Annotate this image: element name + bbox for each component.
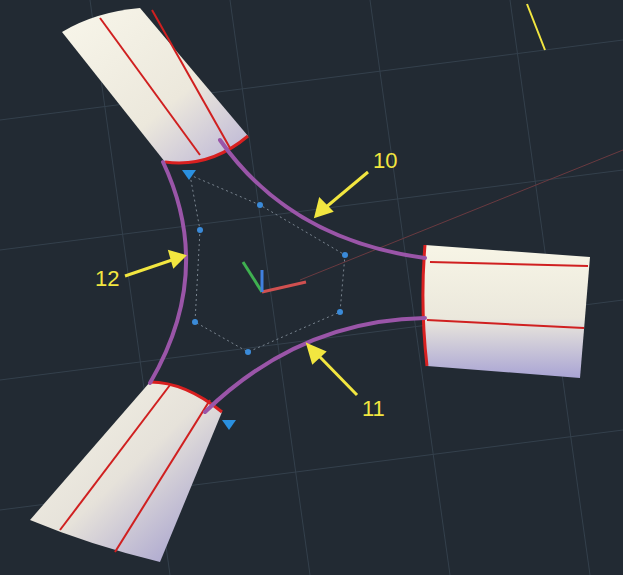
callout-number: 10 xyxy=(373,150,397,172)
marker-triangle xyxy=(182,170,236,430)
half-pipe xyxy=(30,382,222,562)
profile-curve xyxy=(150,140,425,412)
grip-dot xyxy=(192,202,348,355)
callout-number: 12 xyxy=(95,268,119,290)
callout-arrow xyxy=(125,172,368,395)
ucs-icon xyxy=(243,262,306,292)
construction-line xyxy=(190,175,345,352)
half-pipe xyxy=(423,245,590,378)
leader-line xyxy=(527,4,545,50)
callout-number: 11 xyxy=(362,398,385,420)
